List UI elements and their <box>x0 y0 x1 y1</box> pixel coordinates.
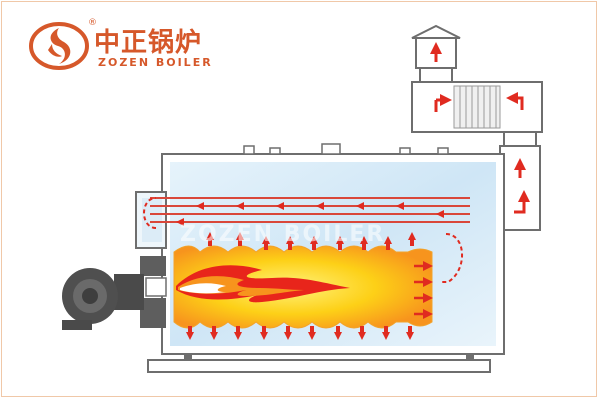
downward-water-arrows <box>186 326 414 340</box>
economizer-left-arrow-icon <box>506 92 524 110</box>
registered-mark: ® <box>88 18 97 28</box>
front-turn-flow <box>143 197 157 229</box>
economizer-up-arrow-icon <box>434 100 446 112</box>
up-arrow-icon <box>286 236 294 250</box>
down-arrow-icon <box>186 326 194 340</box>
down-arrow-icon <box>284 326 292 340</box>
up-arrow-icon <box>236 232 244 246</box>
up-arrow-icon <box>336 236 344 250</box>
upward-water-arrows <box>206 232 416 250</box>
down-arrow-icon <box>334 326 342 340</box>
riser-turn-arrow-icon <box>514 190 530 214</box>
burner <box>62 256 167 330</box>
up-arrow-icon <box>384 236 392 250</box>
flame-swirl-logo-icon <box>29 22 89 70</box>
up-arrow-icon <box>408 232 416 246</box>
brand-name-english: ZOZEN BOILER <box>98 56 213 69</box>
boiler-base <box>147 354 491 373</box>
rear-turn-flow <box>440 233 463 283</box>
down-arrow-icon <box>308 326 316 340</box>
up-arrow-icon <box>262 236 270 250</box>
brand-watermark: ZOZEN BOILER <box>180 222 386 247</box>
up-arrow-icon <box>206 232 214 246</box>
furnace-right-arrows <box>414 261 433 319</box>
brand-name-chinese: 中正锅炉 <box>94 28 203 58</box>
burner-flame <box>176 265 350 303</box>
down-arrow-icon <box>210 326 218 340</box>
down-arrow-icon <box>234 326 242 340</box>
flue-riser <box>499 131 541 231</box>
down-arrow-icon <box>382 326 390 340</box>
economizer <box>411 81 543 133</box>
chimney <box>411 24 461 83</box>
up-arrow-icon <box>310 236 318 250</box>
front-smoke-box <box>135 191 167 249</box>
tube-flow-arrows <box>176 202 444 226</box>
down-arrow-icon <box>406 326 414 340</box>
down-arrow-icon <box>260 326 268 340</box>
down-arrow-icon <box>358 326 366 340</box>
up-arrow-icon <box>360 236 368 250</box>
